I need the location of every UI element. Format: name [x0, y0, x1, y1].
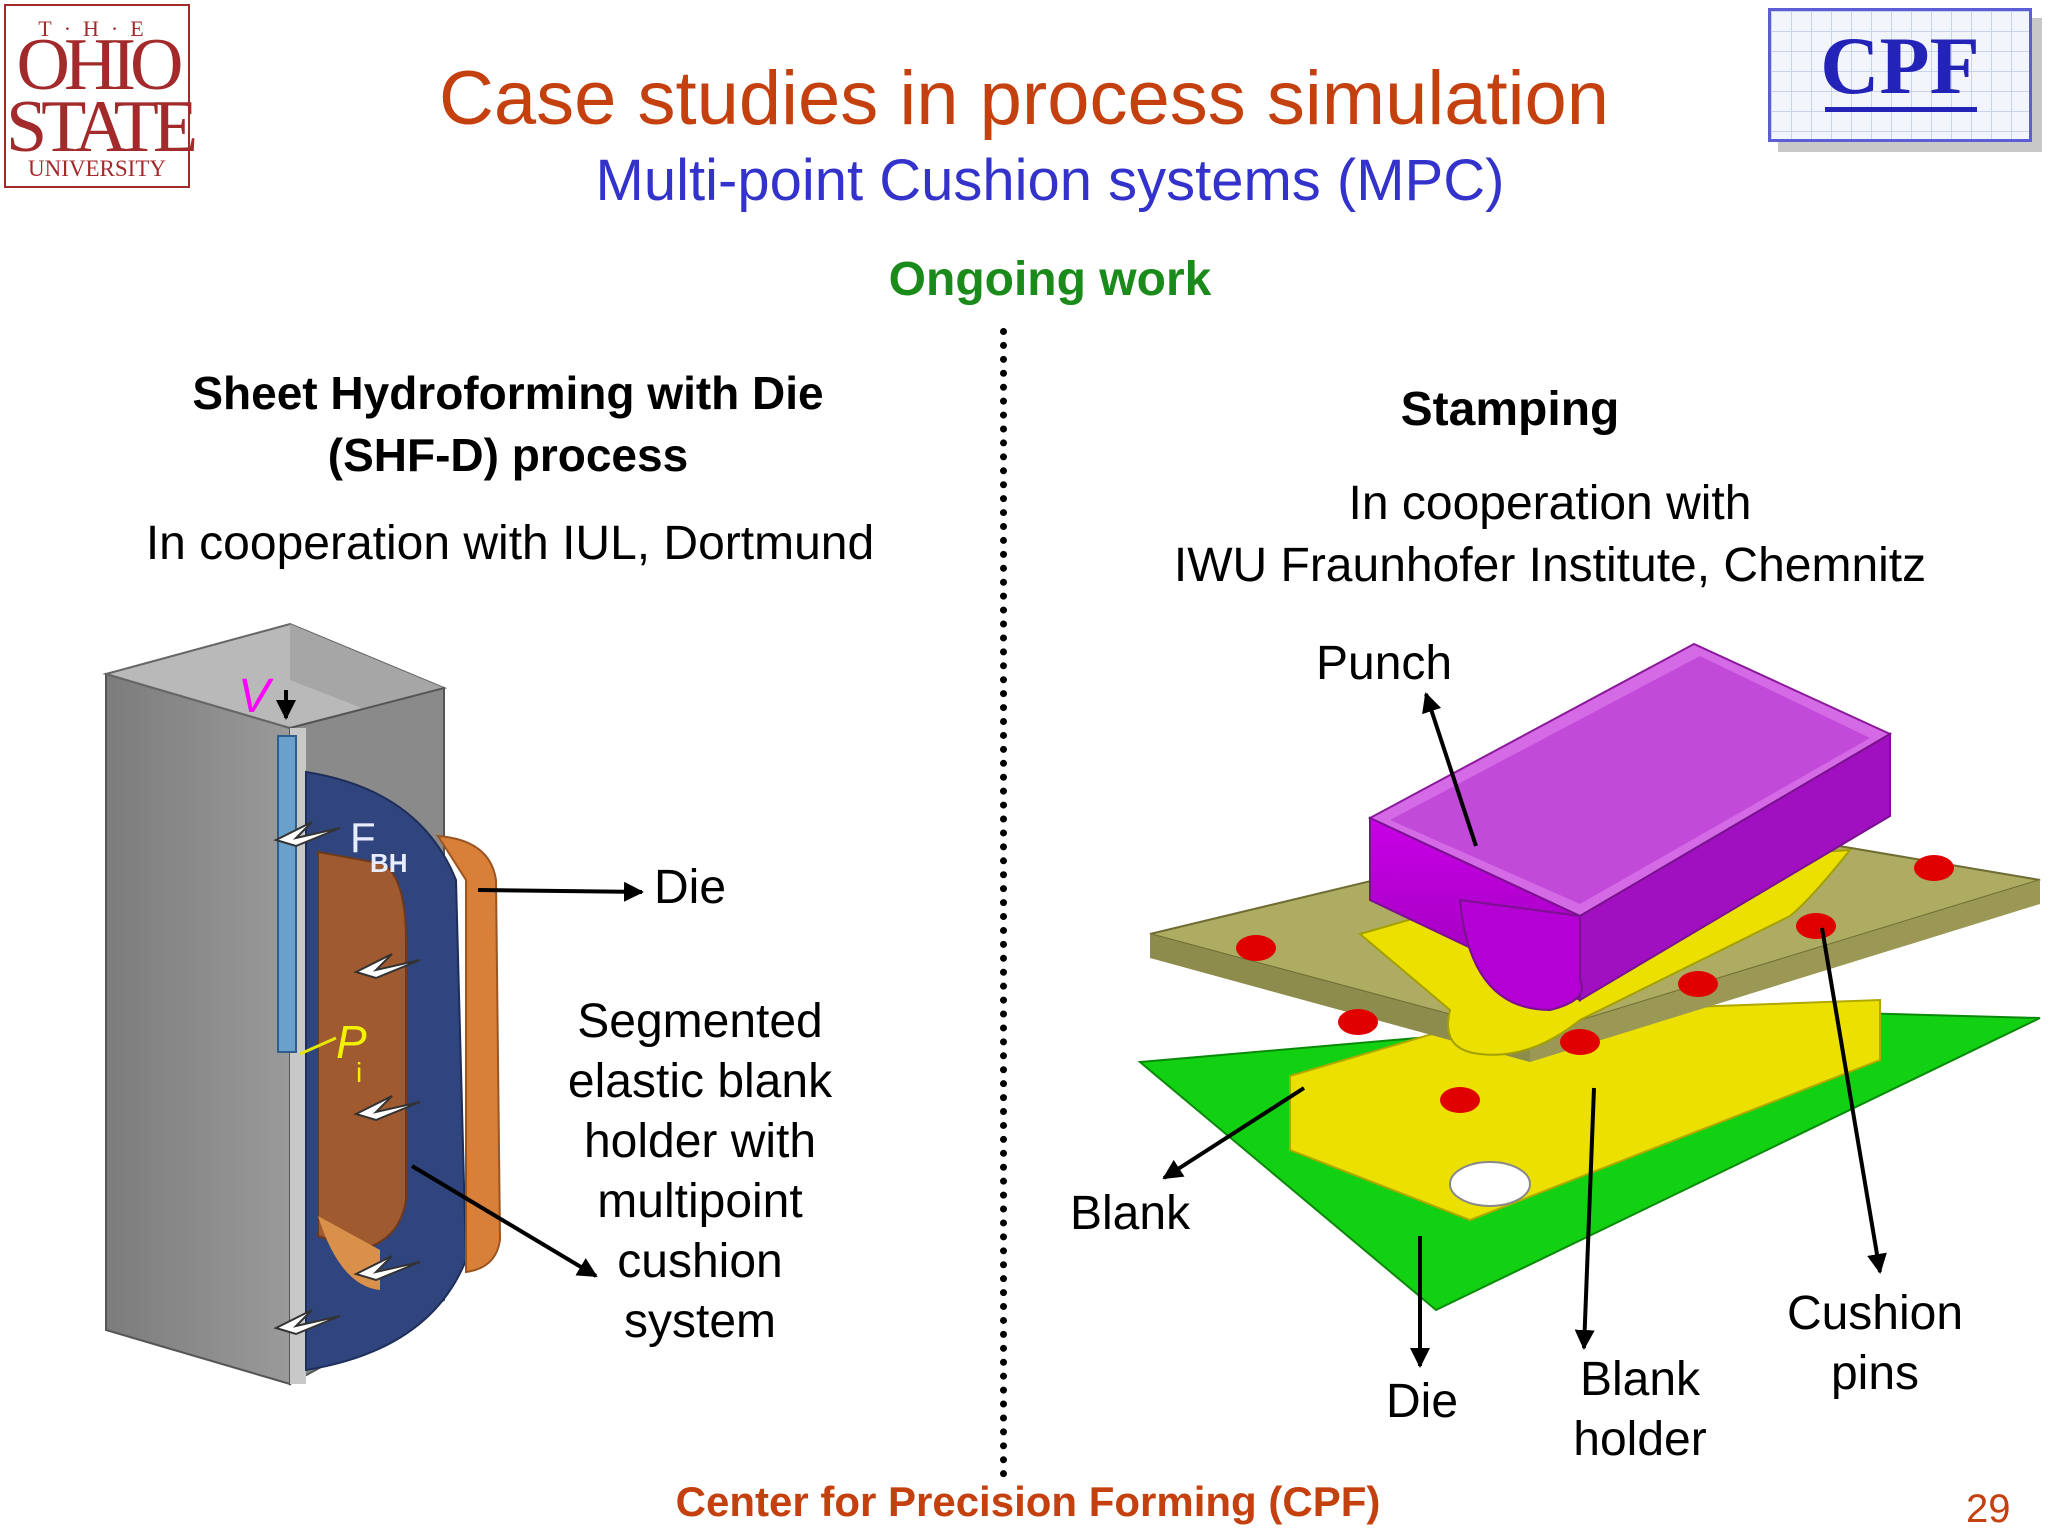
shf-d-heading-line2: (SHF-D) process	[327, 429, 689, 481]
ongoing-work-label: Ongoing work	[888, 253, 1212, 306]
segmented-blank-holder-line: Segmented	[577, 995, 823, 1048]
blank-holder-label-line2: holder	[1573, 1413, 1707, 1466]
cpf-logo-text: CPF	[1820, 20, 1980, 111]
blank-holder-label: Blank holder	[1540, 1350, 1740, 1470]
segmented-blank-holder-line: holder with	[583, 1115, 817, 1168]
cushion-pins-label: Cushion pins	[1770, 1284, 1980, 1404]
blank-label: Blank	[1070, 1187, 1191, 1240]
segmented-blank-holder-line: system	[623, 1295, 776, 1348]
punch-label: Punch	[1316, 637, 1453, 690]
cpf-logo-underline	[1825, 107, 1977, 112]
pressure-subscript: i	[356, 1057, 362, 1088]
osu-logo-the: T·H·E	[38, 16, 156, 41]
column-divider	[1000, 328, 1007, 1478]
cpf-logo: CPF	[1768, 8, 2032, 142]
shf-d-tooling-figure	[102, 622, 502, 1386]
footer-center-name: Center for Precision Forming (CPF)	[675, 1478, 1381, 1525]
pressure-label: P	[336, 1016, 367, 1068]
segmented-blank-holder-line: cushion	[617, 1235, 783, 1288]
segmented-blank-holder-label: Segmented elastic blank holder with mult…	[520, 992, 880, 1352]
blank-holder-force-label: F	[350, 814, 376, 861]
shf-die-label: Die	[654, 861, 727, 914]
shf-d-heading: Sheet Hydroforming with Die (SHF-D) proc…	[80, 362, 936, 486]
callout-arrows	[410, 692, 1887, 1368]
stamping-cooperation-line2: IWU Fraunhofer Institute, Chemnitz	[1173, 539, 1927, 592]
cushion-pins-label-line1: Cushion	[1786, 1287, 1964, 1340]
segmented-blank-holder-line: multipoint	[597, 1175, 803, 1228]
ohio-state-logo: T·H·E OHIO STATE UNIVERSITY	[4, 4, 198, 188]
blank-holder-label-line1: Blank	[1579, 1353, 1701, 1406]
segmented-blank-holder-line: elastic blank	[567, 1055, 833, 1108]
osu-logo-ohio: OHIO	[16, 24, 184, 106]
shf-d-cooperation: In cooperation with IUL, Dortmund	[145, 517, 875, 570]
cushion-pins-label-line2: pins	[1830, 1347, 1920, 1400]
stamping-die-label: Die	[1386, 1375, 1459, 1428]
slide-title: Case studies in process simulation	[438, 56, 1610, 141]
osu-logo-state: STATE	[6, 86, 198, 168]
stamping-cooperation-line1: In cooperation with	[1348, 477, 1752, 530]
page-number: 29	[1966, 1487, 2011, 1531]
slide-subtitle: Multi-point Cushion systems (MPC)	[595, 148, 1505, 213]
stamping-heading: Stamping	[1400, 383, 1620, 436]
osu-logo-university: UNIVERSITY	[28, 156, 166, 181]
velocity-label: V	[238, 670, 274, 723]
shf-d-heading-line1: Sheet Hydroforming with Die	[192, 367, 824, 419]
blank-holder-force-subscript: BH	[370, 848, 408, 878]
